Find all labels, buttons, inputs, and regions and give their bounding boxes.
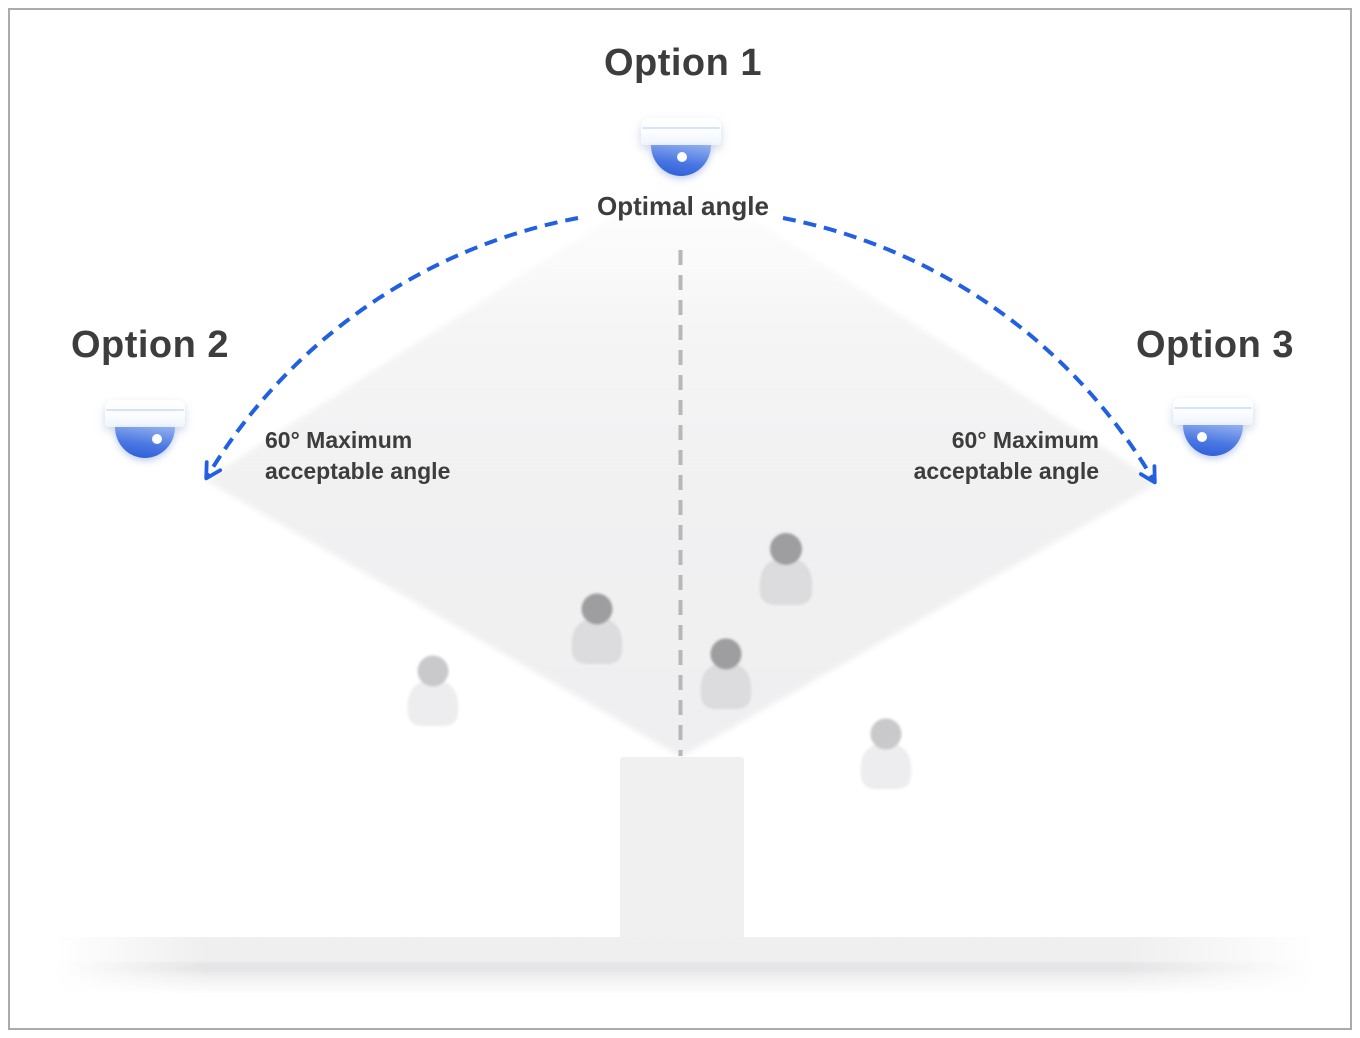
camera-dome bbox=[1183, 425, 1243, 456]
max-angle-label-right: 60° Maximum acceptable angle bbox=[819, 425, 1099, 487]
camera-lens-icon bbox=[677, 152, 687, 162]
dome-camera-icon-option1 bbox=[641, 118, 721, 180]
max-angle-arc-right bbox=[782, 216, 1157, 485]
kiosk-pedestal bbox=[620, 757, 744, 939]
option-2-title: Option 2 bbox=[70, 324, 230, 366]
max-angle-label-right-line1: 60° Maximum bbox=[951, 427, 1099, 453]
max-angle-label-left-line1: 60° Maximum bbox=[265, 427, 413, 453]
person-outside-coverage-1 bbox=[407, 655, 459, 726]
option-3-title: Option 3 bbox=[1135, 324, 1295, 366]
camera-lens-icon bbox=[1197, 432, 1207, 442]
camera-dome bbox=[651, 145, 711, 176]
camera-mount-plate bbox=[1173, 398, 1253, 425]
option-1-title: Option 1 bbox=[603, 42, 763, 84]
max-angle-label-left-line2: acceptable angle bbox=[265, 458, 451, 484]
max-angle-label-right-line2: acceptable angle bbox=[913, 458, 1099, 484]
floor-band bbox=[55, 937, 1315, 961]
floor bbox=[55, 937, 1315, 988]
max-angle-arc-left bbox=[204, 216, 579, 481]
person-in-coverage-3 bbox=[700, 638, 752, 709]
floor-shadow-soft bbox=[55, 966, 1315, 988]
camera-mount-plate bbox=[641, 118, 721, 145]
person-in-coverage-2 bbox=[759, 533, 813, 605]
person-outside-coverage-2 bbox=[860, 718, 912, 789]
person-in-coverage-1 bbox=[571, 593, 623, 664]
dome-camera-icon-option3 bbox=[1173, 398, 1253, 460]
camera-mount-plate bbox=[105, 400, 185, 427]
max-angle-label-left: 60° Maximum acceptable angle bbox=[265, 425, 450, 487]
camera-dome bbox=[115, 427, 175, 458]
dome-camera-icon-option2 bbox=[105, 400, 185, 462]
camera-lens-icon bbox=[152, 434, 162, 444]
optimal-angle-label: Optimal angle bbox=[597, 191, 769, 221]
